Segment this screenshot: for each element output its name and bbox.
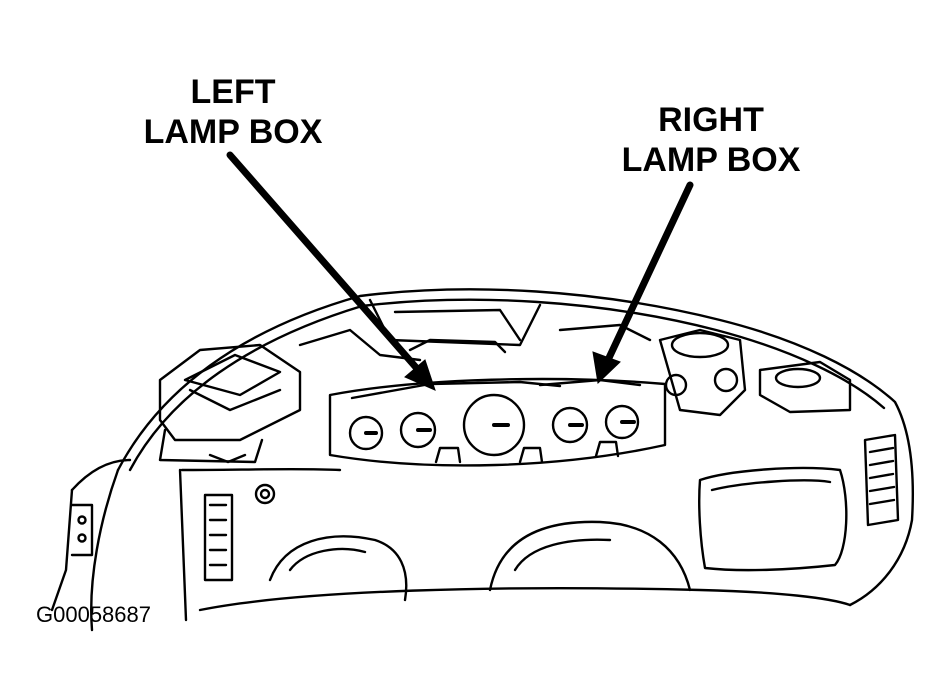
right-housing [658, 328, 900, 527]
top-recess [298, 298, 652, 362]
figure-id: G00058687 [36, 602, 151, 627]
left-lamp-box-arrow [226, 151, 436, 391]
right-lamp-box-label-line1: RIGHT [658, 101, 764, 139]
left-housing [70, 343, 302, 582]
left-lamp-box-label-line2: LAMP BOX [143, 113, 323, 151]
lower-cutouts [268, 466, 848, 602]
left-lamp-box-label: LEFT LAMP BOX [118, 72, 348, 152]
left-lamp-box-label-line1: LEFT [190, 73, 276, 111]
right-lamp-box-label: RIGHT LAMP BOX [596, 100, 826, 180]
right-lamp-box-label-line2: LAMP BOX [621, 141, 801, 179]
right-lamp-box-arrow [592, 181, 694, 385]
lamp-bay [328, 377, 667, 467]
console-shell [50, 288, 915, 632]
